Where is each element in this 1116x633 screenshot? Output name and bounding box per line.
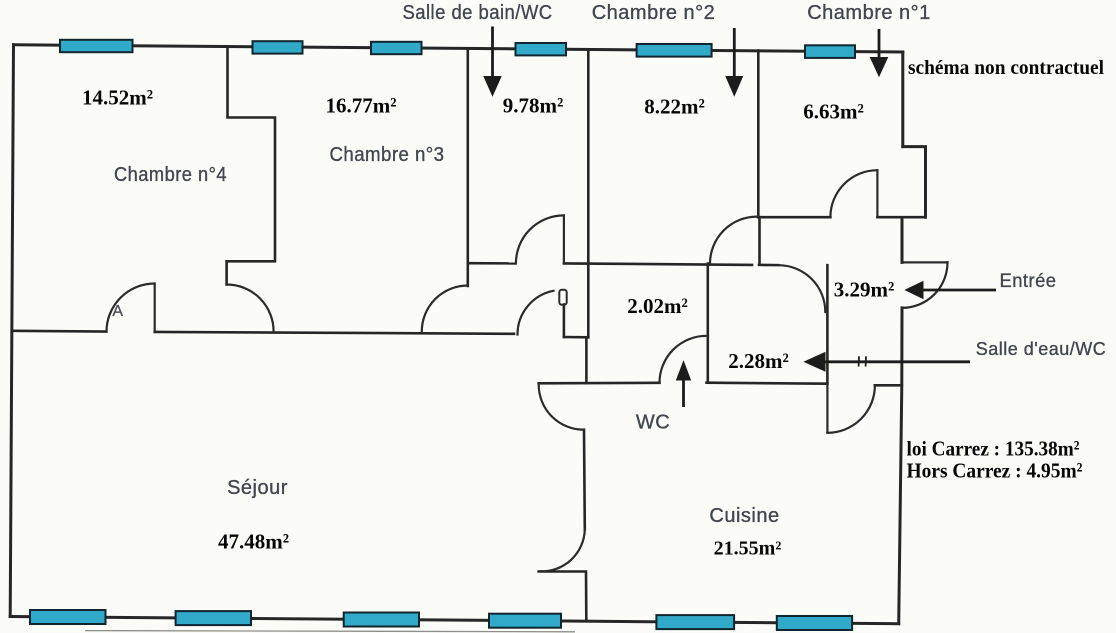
svg-text:Salle de bain/WC: Salle de bain/WC: [403, 2, 553, 24]
svg-text:schéma non contractuel: schéma non contractuel: [908, 57, 1104, 79]
svg-text:Chambre n°3: Chambre n°3: [330, 144, 445, 166]
svg-text:21.55m²: 21.55m²: [714, 538, 782, 560]
svg-text:WC: WC: [636, 412, 670, 434]
svg-text:2.02m²: 2.02m²: [627, 294, 688, 318]
svg-text:47.48m²: 47.48m²: [218, 530, 289, 554]
svg-text:Salle d'eau/WC: Salle d'eau/WC: [976, 339, 1107, 359]
svg-text:Entrée: Entrée: [1000, 270, 1057, 292]
svg-text:Hors Carrez : 4.95m²: Hors Carrez : 4.95m²: [907, 459, 1083, 483]
svg-text:8.22m²: 8.22m²: [644, 95, 705, 119]
svg-text:14.52m²: 14.52m²: [82, 86, 153, 110]
svg-text:loi Carrez : 135.38m²: loi Carrez : 135.38m²: [907, 437, 1080, 461]
svg-text:Chambre n°4: Chambre n°4: [114, 164, 227, 186]
svg-text:6.63m²: 6.63m²: [803, 100, 864, 124]
svg-text:9.78m²: 9.78m²: [503, 94, 564, 118]
svg-text:Chambre n°2: Chambre n°2: [592, 2, 716, 24]
svg-text:Chambre n°1: Chambre n°1: [807, 2, 931, 24]
svg-text:16.77m²: 16.77m²: [325, 94, 396, 118]
svg-text:Séjour: Séjour: [227, 477, 288, 499]
svg-text:A: A: [112, 303, 123, 320]
svg-text:2.28m²: 2.28m²: [728, 349, 789, 373]
svg-text:3.29m²: 3.29m²: [834, 278, 895, 302]
svg-text:Cuisine: Cuisine: [709, 505, 779, 527]
